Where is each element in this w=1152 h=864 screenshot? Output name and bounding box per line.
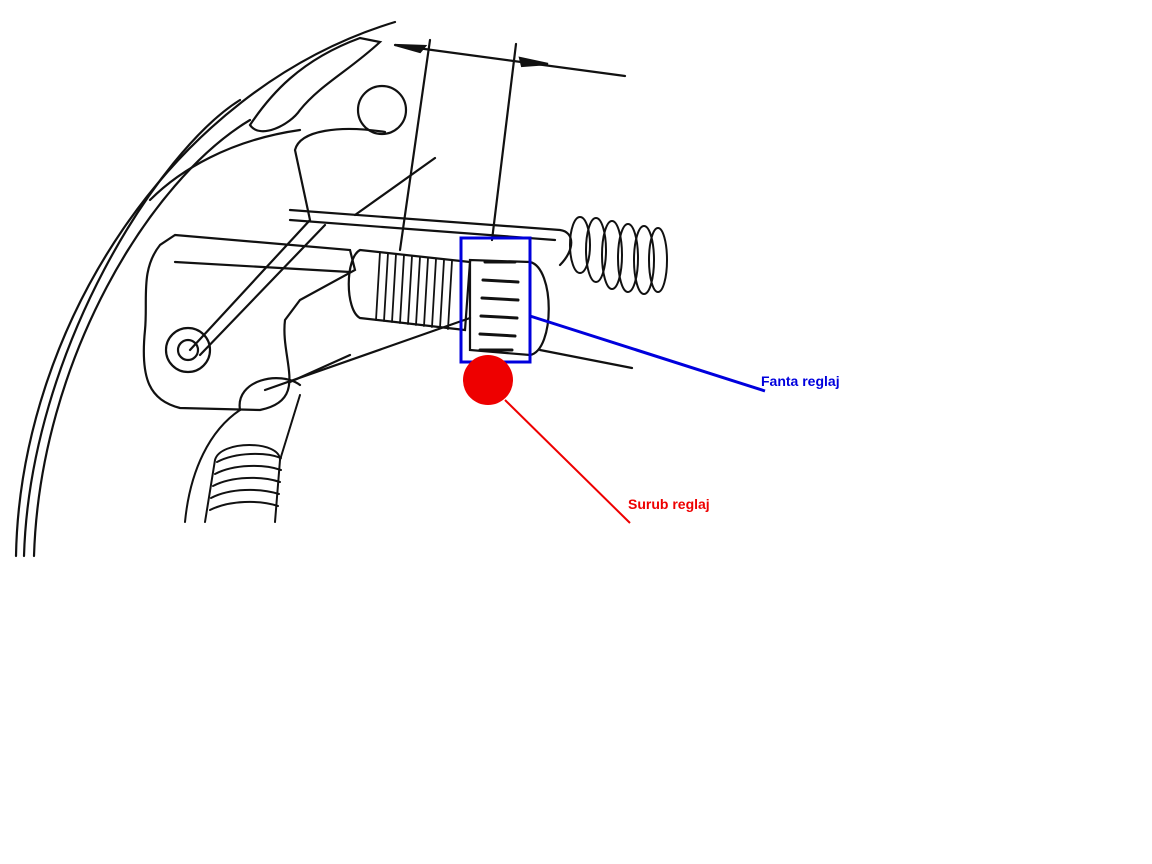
- slot-label: Fanta reglaj: [761, 373, 840, 389]
- slot-leader-line: [529, 314, 766, 393]
- pivot-pin: [164, 326, 212, 374]
- screw-label: Surub reglaj: [628, 496, 710, 512]
- screw-leader-line: [504, 399, 631, 524]
- brake-shoe: [248, 36, 383, 133]
- screw-marker: [463, 355, 513, 405]
- drum-inner-arc: [32, 118, 252, 558]
- adjuster-screw: [347, 248, 472, 332]
- return-spring-lower: [184, 394, 301, 523]
- return-spring-upper: [569, 216, 668, 295]
- star-wheel: [468, 258, 550, 357]
- drum-outer-arc: [14, 20, 397, 558]
- backing-plate: [142, 233, 357, 412]
